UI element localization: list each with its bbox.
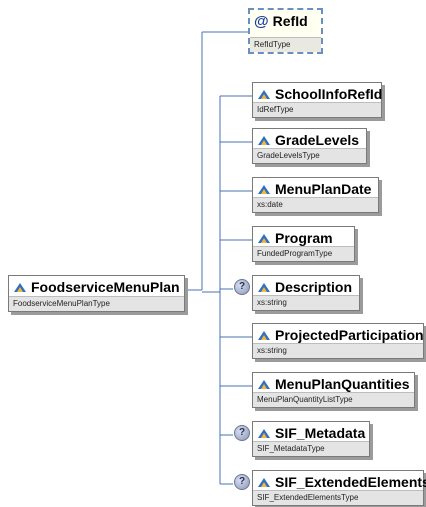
element-icon xyxy=(258,89,270,99)
element-title: MenuPlanQuantities xyxy=(253,373,414,395)
root-element-type: FoodserviceMenuPlanType xyxy=(9,296,184,311)
root-element-box[interactable]: FoodserviceMenuPlan FoodserviceMenuPlanT… xyxy=(8,275,185,312)
element-type: SIF_ExtendedElementsType xyxy=(253,490,423,505)
element-type: SIF_MetadataType xyxy=(253,441,369,456)
element-title: GradeLevels xyxy=(253,129,366,151)
optional-question-icon: ? xyxy=(234,279,250,295)
attribute-name: RefId xyxy=(272,13,308,29)
element-name: SIF_ExtendedElements xyxy=(275,474,426,490)
optional-question-icon: ? xyxy=(234,425,250,441)
element-name: Program xyxy=(275,230,333,246)
element-name: SchoolInfoRefId xyxy=(275,86,383,102)
element-name: MenuPlanQuantities xyxy=(275,376,410,392)
element-name: GradeLevels xyxy=(275,132,360,148)
attribute-refid-box[interactable]: @ RefId RefIdType xyxy=(248,8,323,54)
element-title: SIF_ExtendedElements xyxy=(253,471,426,493)
element-title: Description xyxy=(253,276,359,298)
element-type: xs:date xyxy=(253,197,378,212)
element-name: SIF_Metadata xyxy=(275,425,366,441)
element-type: xs:string xyxy=(253,295,359,310)
element-icon xyxy=(258,184,270,194)
element-icon xyxy=(258,477,270,487)
at-sign-icon: @ xyxy=(254,12,269,30)
element-title: MenuPlanDate xyxy=(253,178,378,200)
element-title: ProjectedParticipation xyxy=(253,324,424,346)
element-icon xyxy=(258,330,270,340)
element-icon xyxy=(258,379,270,389)
attribute-type: RefIdType xyxy=(250,37,321,52)
root-element-name: FoodserviceMenuPlan xyxy=(31,279,180,295)
element-name: MenuPlanDate xyxy=(275,181,372,197)
element-icon xyxy=(258,135,270,145)
element-type: xs:string xyxy=(253,343,423,358)
element-icon xyxy=(258,233,270,243)
element-name: ProjectedParticipation xyxy=(275,327,424,343)
optional-question-icon: ? xyxy=(234,474,250,490)
attribute-title: @ RefId xyxy=(250,10,321,32)
root-element-title: FoodserviceMenuPlan xyxy=(9,276,184,298)
element-type: FundedProgramType xyxy=(253,246,354,261)
element-icon xyxy=(258,428,270,438)
element-title: SchoolInfoRefId xyxy=(253,83,383,105)
element-type: GradeLevelsType xyxy=(253,148,366,163)
element-type: MenuPlanQuantityListType xyxy=(253,392,414,407)
element-name: Description xyxy=(275,279,353,295)
element-icon xyxy=(258,282,270,292)
element-title: Program xyxy=(253,227,354,249)
element-type: IdRefType xyxy=(253,102,381,117)
element-title: SIF_Metadata xyxy=(253,422,369,444)
element-icon xyxy=(14,282,26,292)
